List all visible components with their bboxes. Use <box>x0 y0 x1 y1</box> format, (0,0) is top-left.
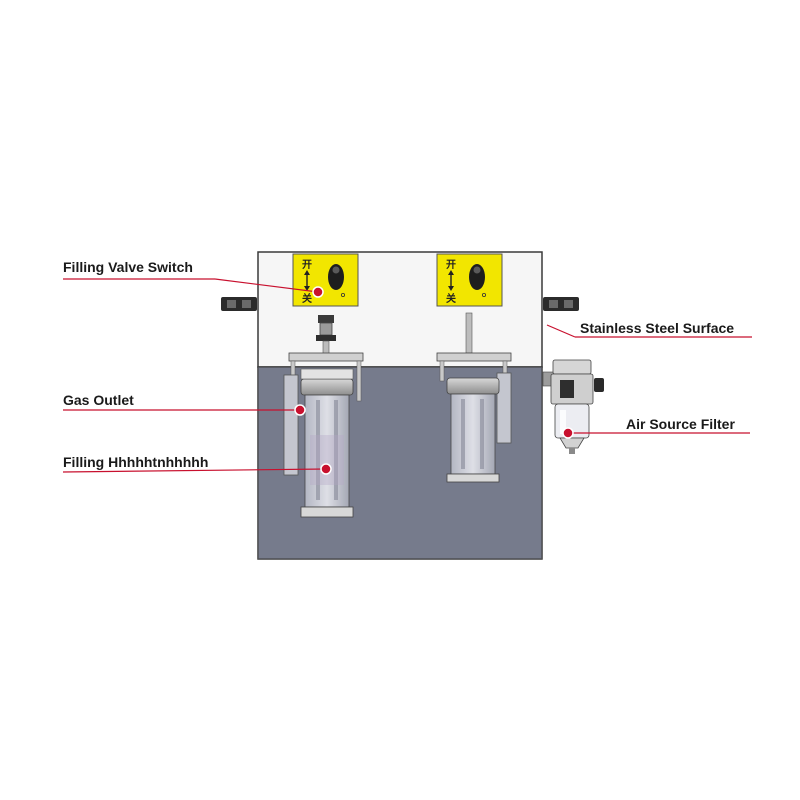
sign-open-char-left: 开 <box>302 259 312 271</box>
label-gas-outlet: Gas Outlet <box>63 392 134 408</box>
valve-sign-right: 开 关 <box>436 253 503 307</box>
callout-filling-cylinder: Filling Hhhhhtnhhhhh <box>62 454 332 475</box>
marker-dot-icon <box>562 427 574 439</box>
gas-outlet-tube <box>283 374 299 476</box>
label-filling-cylinder: Filling Hhhhhtnhhhhh <box>63 454 208 470</box>
knob-icon[interactable] <box>594 378 604 392</box>
left-bracket <box>221 297 257 311</box>
right-bracket <box>543 297 579 311</box>
callout-air-source-filter: Air Source Filter <box>562 416 750 439</box>
leader-line <box>546 324 576 338</box>
sign-close-char-left: 关 <box>302 292 312 305</box>
label-air-source-filter: Air Source Filter <box>626 416 735 432</box>
marker-dot-icon <box>320 463 332 475</box>
marker-dot-icon <box>312 286 324 298</box>
callout-stainless-steel-surface: Stainless Steel Surface <box>546 320 752 338</box>
filling-assembly-left <box>283 315 364 518</box>
leader-line <box>62 468 327 473</box>
callout-filling-valve-switch: Filling Valve Switch <box>63 259 324 298</box>
filling-assembly-right <box>436 312 512 483</box>
label-filling-valve-switch: Filling Valve Switch <box>63 259 193 275</box>
valve-sign-left: 开 关 <box>292 253 359 307</box>
valve-knob-icon[interactable] <box>328 264 344 290</box>
arrow-up-down-icon <box>304 270 310 291</box>
arrow-up-down-icon <box>448 270 454 291</box>
leader-line <box>214 278 319 293</box>
air-source-filter <box>542 359 604 454</box>
marker-dot-icon <box>294 404 306 416</box>
sign-close-char-right: 关 <box>446 292 456 305</box>
label-stainless-steel-surface: Stainless Steel Surface <box>580 320 734 336</box>
valve-knob-icon[interactable] <box>469 264 485 290</box>
sign-open-char-right: 开 <box>446 259 456 271</box>
callout-gas-outlet: Gas Outlet <box>63 392 306 416</box>
